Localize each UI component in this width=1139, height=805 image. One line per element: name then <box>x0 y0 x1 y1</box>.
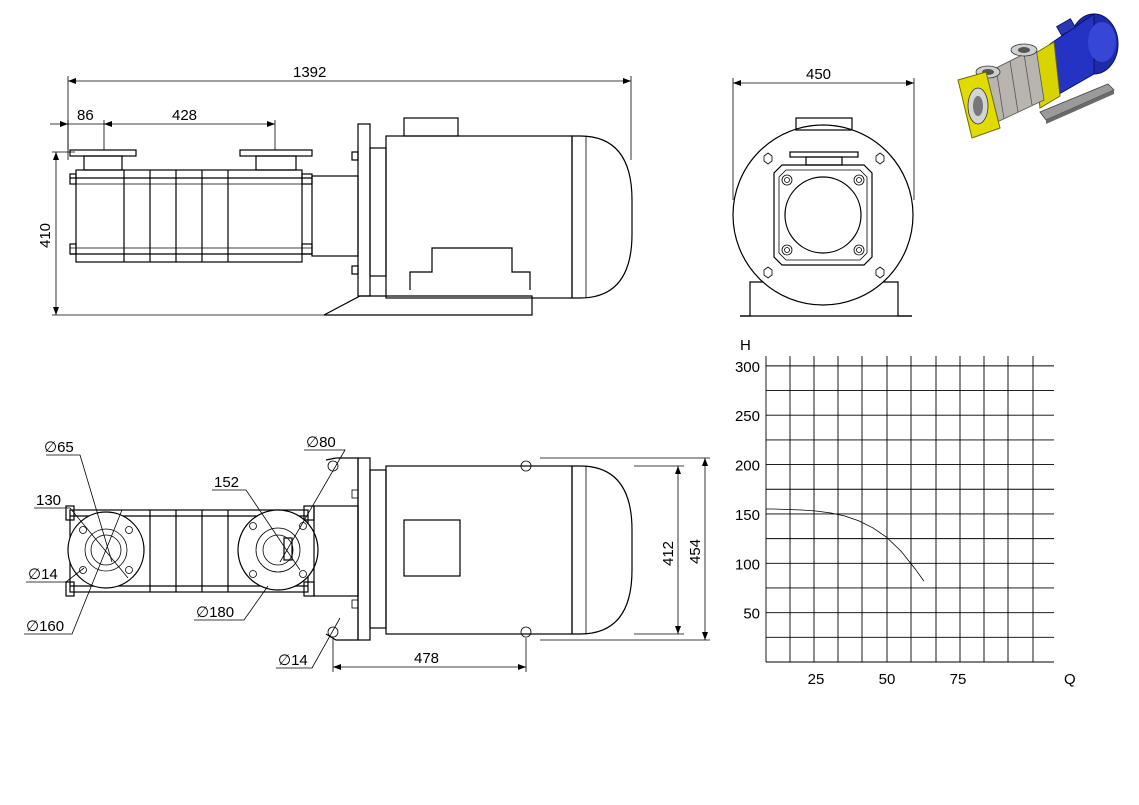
dim-base-width-outer: 454 <box>687 539 704 564</box>
chart-tick-labels: 50 100 150 200 250 300 25 50 75 <box>735 359 966 688</box>
dim-discharge-flange-dia: ∅180 <box>196 604 234 621</box>
dim-base-hole-spacing: 478 <box>414 650 439 667</box>
dim-port-spacing: 428 <box>172 107 197 124</box>
chart-y-tick-label: 200 <box>735 458 760 475</box>
dim-suction-bolt-circle: 130 <box>36 492 61 509</box>
dim-suction-dia: ∅65 <box>44 439 74 456</box>
chart-grid <box>765 356 1054 663</box>
chart-y-tick-label: 150 <box>735 507 760 524</box>
side-view: 1392 86 428 410 <box>37 64 633 316</box>
chart-series-line <box>766 508 925 582</box>
dim-base-hole-dia: ∅14 <box>278 652 308 669</box>
chart-y-tick-label: 50 <box>743 606 760 623</box>
chart-xlabel: Q <box>1064 671 1076 688</box>
dim-discharge-bolt-circle: 152 <box>214 474 239 491</box>
chart-y-tick-label: 100 <box>735 556 760 573</box>
chart-y-tick-label: 250 <box>735 408 760 425</box>
chart-x-tick-label: 50 <box>879 671 896 688</box>
chart-x-tick-label: 75 <box>950 671 967 688</box>
dim-suction-hole-dia: ∅14 <box>28 566 58 583</box>
dim-base-width-inner: 412 <box>660 541 677 566</box>
dim-port-offset: 86 <box>77 107 94 124</box>
dim-width-front: 450 <box>806 66 831 83</box>
chart-x-tick-label: 25 <box>808 671 825 688</box>
dim-discharge-dia: ∅80 <box>306 434 336 451</box>
dim-suction-flange-dia: ∅160 <box>26 618 64 635</box>
dim-height-side: 410 <box>37 223 54 248</box>
top-view: ∅65 130 ∅14 ∅160 ∅80 152 ∅180 <box>24 434 710 672</box>
chart-y-tick-label: 300 <box>735 359 760 376</box>
chart-ylabel: H <box>740 337 751 354</box>
pump-3d-render <box>957 13 1119 139</box>
hq-performance-chart: H Q 50 100 150 200 250 300 25 50 75 <box>735 337 1076 688</box>
front-view: 450 <box>732 66 915 317</box>
dim-overall-length: 1392 <box>293 64 326 81</box>
